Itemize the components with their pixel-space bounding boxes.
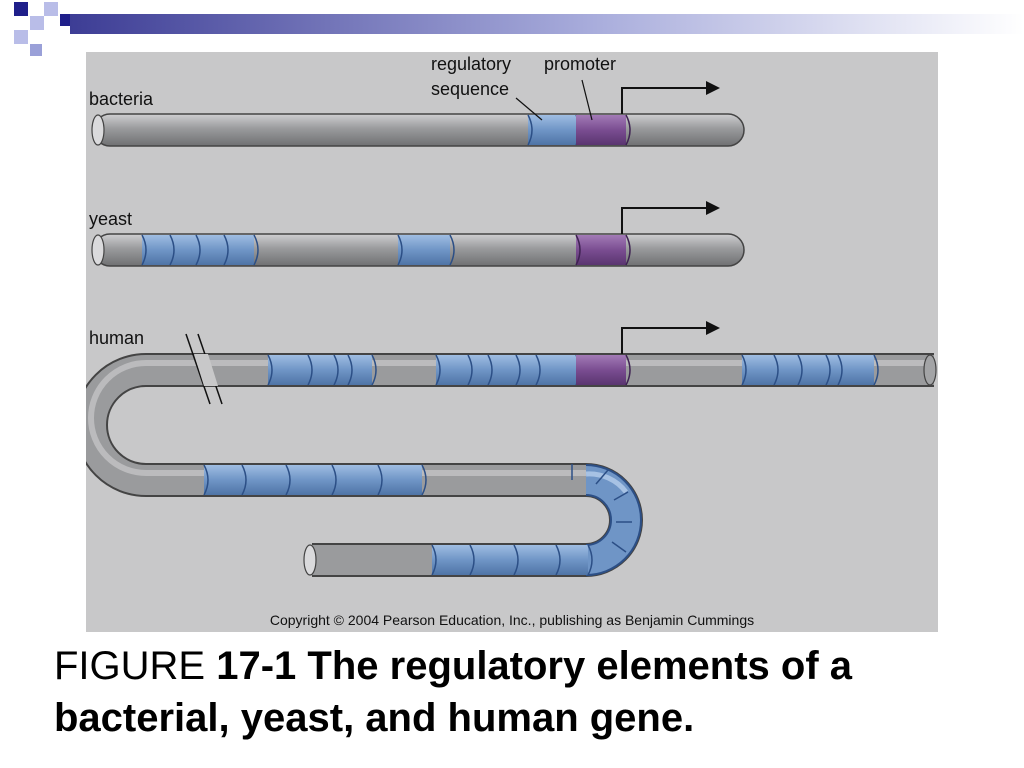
figure-caption: FIGURE 17-1 The regulatory elements of a… bbox=[54, 640, 1004, 744]
regulatory-sequence bbox=[528, 115, 576, 145]
deco-square bbox=[30, 16, 44, 30]
caption-title: The regulatory elements of a bacterial, … bbox=[54, 644, 852, 740]
promoter bbox=[576, 355, 626, 385]
promoter bbox=[576, 235, 626, 265]
human-dna bbox=[86, 321, 937, 577]
transcription-start-arrow bbox=[621, 87, 708, 114]
arrow-head-icon bbox=[706, 81, 720, 95]
deco-square bbox=[44, 2, 58, 16]
transcription-start-arrow bbox=[621, 327, 708, 354]
promoter-label: promoter bbox=[544, 54, 616, 74]
regulatory-sequence bbox=[398, 235, 450, 265]
deco-square bbox=[14, 2, 28, 16]
regulatory-sequence bbox=[432, 545, 588, 575]
regulatory-sequence bbox=[742, 355, 874, 385]
gene-diagram: bacteria regulatory sequence promoter ye… bbox=[86, 54, 937, 628]
deco-square bbox=[14, 30, 28, 44]
deco-square bbox=[60, 14, 72, 26]
deco-square bbox=[30, 44, 42, 56]
arrow-head-icon bbox=[706, 201, 720, 215]
slide-top-bar bbox=[70, 14, 1024, 34]
promoter bbox=[576, 115, 626, 145]
break-mark bbox=[185, 333, 211, 405]
regulatory-sequence bbox=[268, 355, 372, 385]
regulatory-sequence bbox=[436, 355, 576, 385]
transcription-start-arrow bbox=[621, 207, 708, 234]
bacteria-label: bacteria bbox=[89, 89, 154, 109]
copyright-text: Copyright © 2004 Pearson Education, Inc.… bbox=[270, 612, 754, 628]
bacteria-dna bbox=[91, 79, 745, 147]
caption-prefix: FIGURE bbox=[54, 644, 217, 688]
yeast-dna bbox=[91, 201, 745, 267]
slide-decoration bbox=[0, 0, 80, 60]
figure-panel: bacteria regulatory sequence promoter ye… bbox=[86, 52, 938, 632]
regulatory-sequence bbox=[204, 465, 422, 495]
regulatory-sequence-label-line2: sequence bbox=[431, 79, 509, 99]
arrow-head-icon bbox=[706, 321, 720, 335]
human-label: human bbox=[89, 328, 144, 348]
yeast-label: yeast bbox=[89, 209, 132, 229]
caption-number: 17-1 bbox=[216, 644, 297, 688]
regulatory-sequence-label-line1: regulatory bbox=[431, 54, 511, 74]
